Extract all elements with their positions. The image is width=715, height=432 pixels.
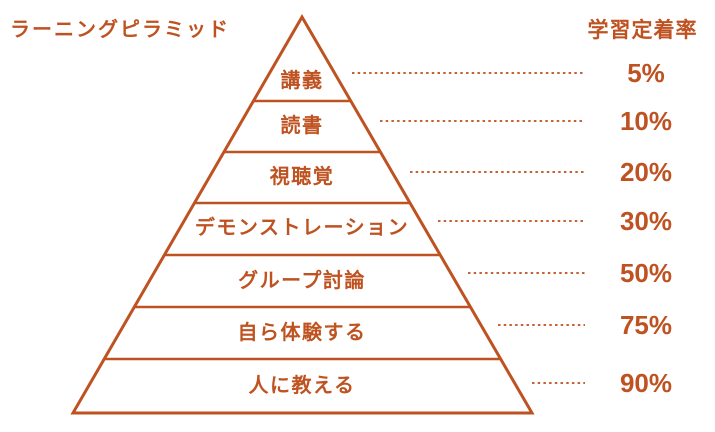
retention-value: 75% (619, 310, 673, 340)
retention-value: 10% (619, 106, 673, 136)
pyramid-level-label: 読書 (280, 115, 324, 137)
retention-value: 5% (627, 58, 665, 88)
retention-column-header: 学習定着率 (587, 19, 698, 42)
pyramid-level-label: グループ討論 (238, 270, 366, 292)
retention-value: 20% (619, 157, 673, 187)
pyramid-level-label: 人に教える (248, 375, 356, 397)
pyramid-level-label: デモンストレーション (194, 217, 410, 239)
pyramid-level-label: 講義 (280, 70, 324, 92)
retention-value: 30% (619, 206, 673, 236)
pyramid-outline (70, 14, 535, 415)
retention-value: 50% (619, 258, 673, 288)
page-title: ラーニングピラミッド (10, 19, 230, 41)
retention-value: 90% (619, 368, 673, 398)
pyramid-level-label: 自ら体験する (237, 322, 367, 344)
pyramid-level-label: 視聴覚 (269, 166, 335, 188)
